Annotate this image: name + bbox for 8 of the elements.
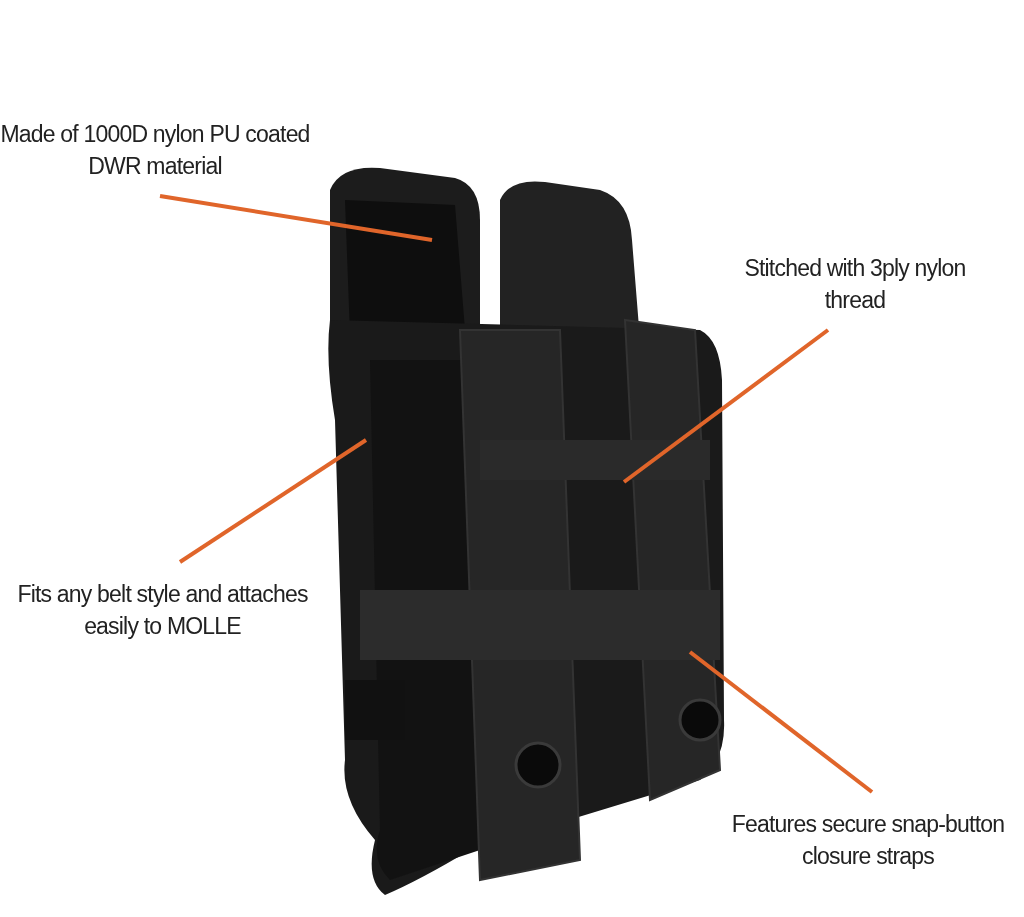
callout-text: Stitched with 3ply nylon thread xyxy=(720,252,990,316)
callout-text: Fits any belt style and attaches easily to MOLLE xyxy=(0,578,325,642)
callout-text: Features secure snap-button closure straps xyxy=(712,808,1024,872)
leader-line xyxy=(159,194,433,242)
callout-text: Made of 1000D nylon PU coated DWR material xyxy=(0,118,310,182)
leader-line xyxy=(178,438,368,564)
leader-line xyxy=(622,328,830,484)
leader-line xyxy=(688,650,874,794)
